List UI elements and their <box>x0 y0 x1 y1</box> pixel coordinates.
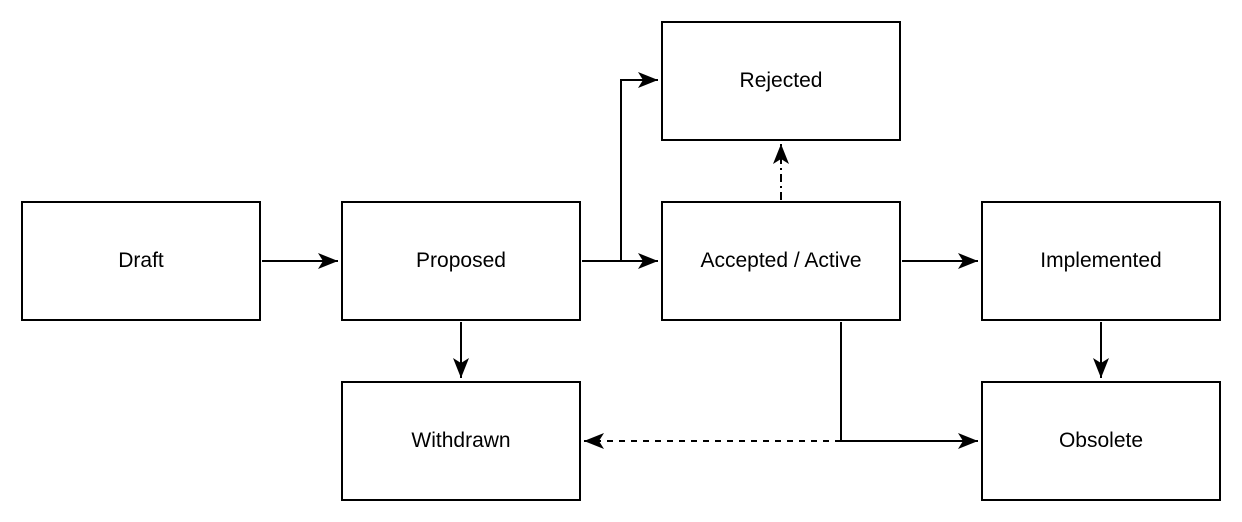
state-node-obsolete: Obsolete <box>981 381 1221 501</box>
state-node-rejected: Rejected <box>661 21 901 141</box>
state-label-rejected: Rejected <box>739 69 823 92</box>
edge-accepted-to-obsolete <box>840 322 978 449</box>
state-node-withdrawn: Withdrawn <box>341 381 581 501</box>
state-node-proposed: Proposed <box>341 201 581 321</box>
state-label-withdrawn: Withdrawn <box>411 429 511 452</box>
state-label-implemented: Implemented <box>1040 249 1162 272</box>
state-node-implemented: Implemented <box>981 201 1221 321</box>
state-node-accepted-active: Accepted / Active <box>661 201 901 321</box>
state-label-obsolete: Obsolete <box>1058 429 1144 452</box>
state-label-draft: Draft <box>118 249 164 272</box>
state-label-accepted-active: Accepted / Active <box>700 249 862 272</box>
state-node-draft: Draft <box>21 201 261 321</box>
state-label-proposed: Proposed <box>416 249 506 272</box>
edge-proposed-to-rejected <box>582 72 658 262</box>
